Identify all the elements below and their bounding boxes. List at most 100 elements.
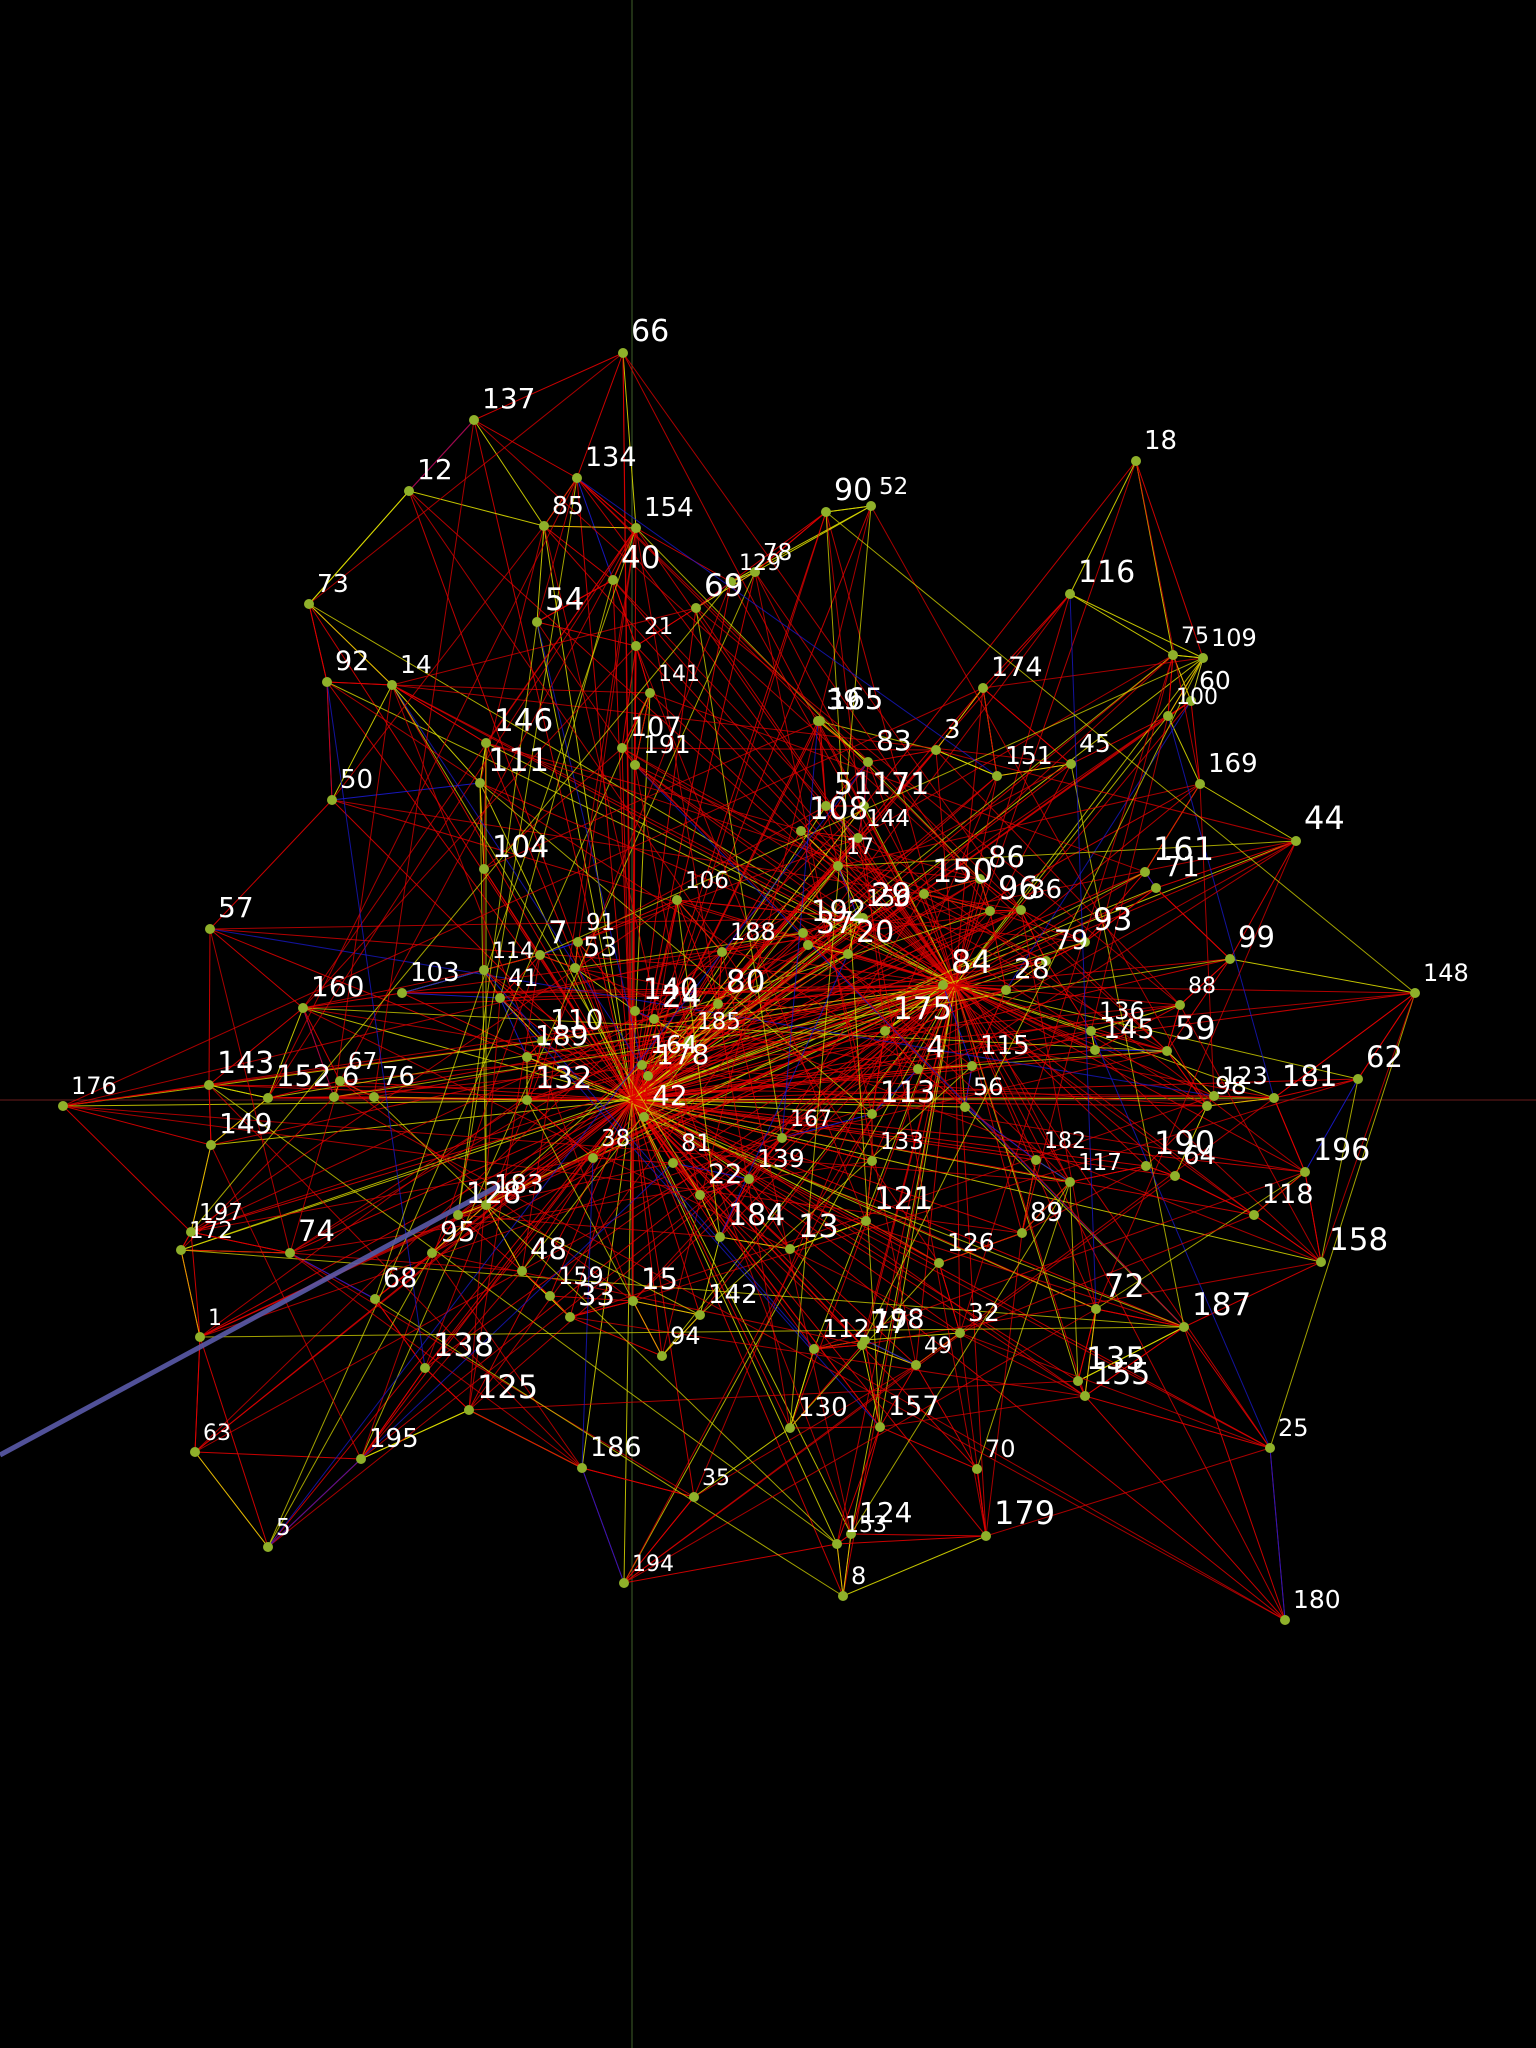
graph-node[interactable] <box>668 1158 678 1168</box>
graph-node[interactable] <box>639 1112 649 1122</box>
graph-node[interactable] <box>967 1061 977 1071</box>
graph-node[interactable] <box>176 1245 186 1255</box>
graph-node[interactable] <box>978 683 988 693</box>
graph-node[interactable] <box>649 1014 659 1024</box>
graph-node[interactable] <box>821 801 831 811</box>
graph-node[interactable] <box>715 1232 725 1242</box>
graph-node[interactable] <box>495 993 505 1003</box>
graph-node[interactable] <box>535 950 545 960</box>
graph-node[interactable] <box>1202 1101 1212 1111</box>
graph-node[interactable] <box>298 1003 308 1013</box>
graph-node[interactable] <box>726 577 736 587</box>
graph-node[interactable] <box>643 1071 653 1081</box>
graph-node[interactable] <box>537 1036 547 1046</box>
graph-node[interactable] <box>833 861 843 871</box>
graph-node[interactable] <box>1300 1167 1310 1177</box>
graph-node[interactable] <box>1186 696 1196 706</box>
graph-node[interactable] <box>1179 1322 1189 1332</box>
graph-node[interactable] <box>975 874 985 884</box>
graph-node[interactable] <box>1041 956 1051 966</box>
graph-node[interactable] <box>327 795 337 805</box>
graph-node[interactable] <box>618 348 628 358</box>
graph-node[interactable] <box>588 1153 598 1163</box>
graph-node[interactable] <box>796 826 806 836</box>
graph-node[interactable] <box>867 1109 877 1119</box>
graph-node[interactable] <box>479 864 489 874</box>
graph-node[interactable] <box>866 501 876 511</box>
graph-node[interactable] <box>617 743 627 753</box>
graph-node[interactable] <box>577 1463 587 1473</box>
graph-node[interactable] <box>1195 779 1205 789</box>
graph-node[interactable] <box>684 1036 694 1046</box>
graph-node[interactable] <box>1065 589 1075 599</box>
graph-node[interactable] <box>867 1156 877 1166</box>
graph-node[interactable] <box>815 716 825 726</box>
graph-node[interactable] <box>1140 867 1150 877</box>
graph-node[interactable] <box>532 617 542 627</box>
graph-node[interactable] <box>1031 1155 1041 1165</box>
graph-node[interactable] <box>631 641 641 651</box>
graph-node[interactable] <box>369 1092 379 1102</box>
graph-node[interactable] <box>657 1351 667 1361</box>
graph-node[interactable] <box>853 833 863 843</box>
graph-node[interactable] <box>573 937 583 947</box>
graph-node[interactable] <box>453 1210 463 1220</box>
graph-node[interactable] <box>1141 1161 1151 1171</box>
graph-node[interactable] <box>1209 1091 1219 1101</box>
graph-node[interactable] <box>570 963 580 973</box>
graph-node[interactable] <box>1280 1615 1290 1625</box>
graph-node[interactable] <box>186 1227 196 1237</box>
graph-node[interactable] <box>469 415 479 425</box>
graph-node[interactable] <box>1168 650 1178 660</box>
graph-node[interactable] <box>1080 937 1090 947</box>
graph-node[interactable] <box>637 1060 647 1070</box>
graph-node[interactable] <box>1175 1000 1185 1010</box>
graph-node[interactable] <box>960 1102 970 1112</box>
graph-node[interactable] <box>387 680 397 690</box>
graph-node[interactable] <box>1065 1177 1075 1187</box>
graph-node[interactable] <box>1291 836 1301 846</box>
graph-node[interactable] <box>628 1296 638 1306</box>
graph-node[interactable] <box>985 906 995 916</box>
graph-node[interactable] <box>420 1363 430 1373</box>
graph-node[interactable] <box>972 1464 982 1474</box>
graph-node[interactable] <box>992 771 1002 781</box>
graph-node[interactable] <box>464 1405 474 1415</box>
graph-node[interactable] <box>370 1294 380 1304</box>
graph-node[interactable] <box>565 1312 575 1322</box>
graph-node[interactable] <box>689 1492 699 1502</box>
graph-node[interactable] <box>1249 1210 1259 1220</box>
graph-node[interactable] <box>1066 759 1076 769</box>
graph-node[interactable] <box>479 965 489 975</box>
graph-node[interactable] <box>1163 711 1173 721</box>
graph-node[interactable] <box>713 999 723 1009</box>
graph-node[interactable] <box>1265 1443 1275 1453</box>
graph-node[interactable] <box>427 1248 437 1258</box>
graph-node[interactable] <box>329 1092 339 1102</box>
graph-node[interactable] <box>1269 1093 1279 1103</box>
graph-node[interactable] <box>1091 1304 1101 1314</box>
graph-node[interactable] <box>846 1529 856 1539</box>
graph-node[interactable] <box>190 1447 200 1457</box>
graph-node[interactable] <box>1170 1171 1180 1181</box>
graph-node[interactable] <box>522 1095 532 1105</box>
graph-node[interactable] <box>335 1076 345 1086</box>
graph-node[interactable] <box>981 1531 991 1541</box>
graph-node[interactable] <box>785 1244 795 1254</box>
graph-node[interactable] <box>750 567 760 577</box>
graph-node[interactable] <box>645 688 655 698</box>
graph-node[interactable] <box>630 1006 640 1016</box>
graph-node[interactable] <box>832 1539 842 1549</box>
graph-node[interactable] <box>843 949 853 959</box>
graph-node[interactable] <box>630 760 640 770</box>
graph-node[interactable] <box>322 677 332 687</box>
graph-node[interactable] <box>955 1328 965 1338</box>
graph-node[interactable] <box>195 1332 205 1342</box>
graph-node[interactable] <box>875 1422 885 1432</box>
graph-node[interactable] <box>1316 1257 1326 1267</box>
graph-node[interactable] <box>821 507 831 517</box>
graph-node[interactable] <box>1073 1376 1083 1386</box>
graph-node[interactable] <box>880 1026 890 1036</box>
graph-node[interactable] <box>717 947 727 957</box>
